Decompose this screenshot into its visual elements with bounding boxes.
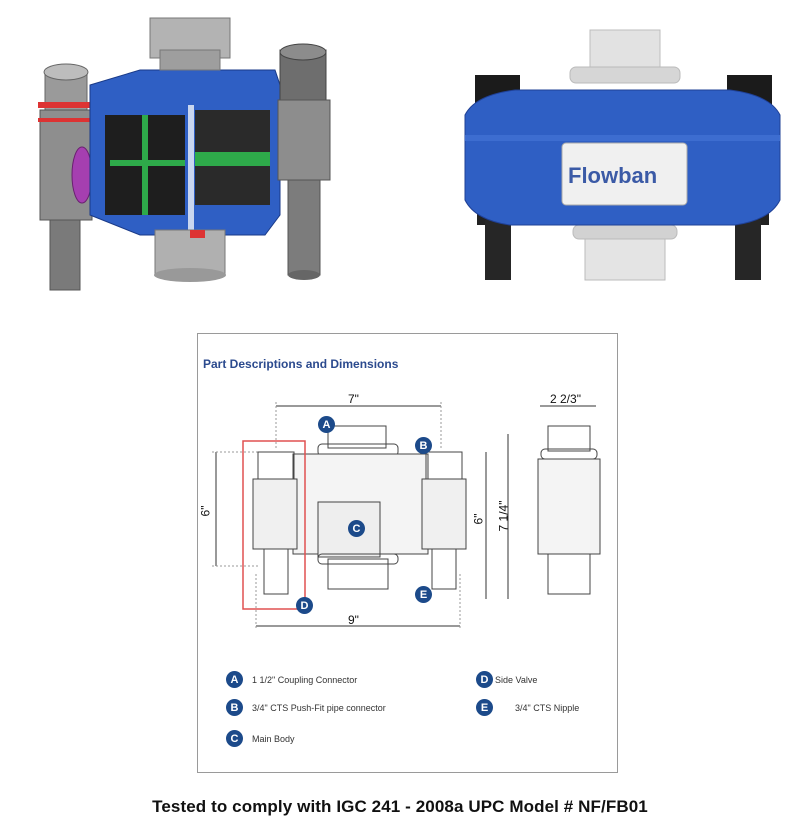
legend-text-b: 3/4" CTS Push-Fit pipe connector — [252, 702, 386, 713]
product-label: Flowban — [568, 163, 657, 188]
main-body-photo — [464, 89, 781, 226]
callout-e: E — [415, 586, 432, 603]
legend-badge-e: E — [476, 699, 493, 716]
legend-text-d: Side Valve — [495, 674, 538, 685]
callout-b: B — [415, 437, 432, 454]
dimension-drawing — [212, 402, 601, 630]
front-view-drawing — [252, 425, 467, 595]
side-valve-highlight — [242, 440, 306, 610]
legend-item-c: C Main Body — [226, 730, 295, 747]
bottom-coupling-photo — [572, 224, 678, 281]
diagram-title: Part Descriptions and Dimensions — [203, 357, 399, 371]
legend-item-e: E 3/4" CTS Nipple — [476, 699, 579, 716]
side-valve-left — [38, 63, 94, 291]
legend-badge-a: A — [226, 671, 243, 688]
dim-label-bottom: 9" — [348, 613, 359, 627]
side-view-drawing — [537, 425, 601, 595]
dim-label-right: 7 1/4" — [496, 500, 511, 532]
callout-c: C — [348, 520, 365, 537]
dimensions-diagram: Part Descriptions and Dimensions — [197, 333, 618, 773]
legend-item-a: A 1 1/2" Coupling Connector — [226, 671, 357, 688]
dim-label-side: 2 2/3" — [550, 392, 581, 406]
callout-a: A — [318, 416, 335, 433]
callout-d: D — [296, 597, 313, 614]
product-photo: Flowban — [464, 29, 781, 281]
top-coupling-photo — [569, 29, 681, 84]
legend-text-c: Main Body — [252, 733, 295, 744]
legend-text-e: 3/4" CTS Nipple — [515, 702, 580, 713]
legend-text-a: 1 1/2" Coupling Connector — [252, 674, 358, 685]
dim-label-top: 7" — [348, 392, 359, 406]
legend-item-d: D Side Valve — [476, 671, 537, 688]
main-body-cutaway — [89, 69, 281, 236]
legend-item-b: B 3/4" CTS Push-Fit pipe connector — [226, 699, 386, 716]
push-fit-connector-right — [277, 43, 331, 280]
cutaway-illustration — [38, 17, 331, 291]
dim-label-mid: 6" — [471, 513, 486, 525]
compliance-footer: Tested to comply with IGC 241 - 2008a UP… — [152, 797, 648, 816]
legend-badge-b: B — [226, 699, 243, 716]
legend-badge-d: D — [476, 671, 493, 688]
top-coupling — [149, 17, 231, 71]
bottom-coupling — [154, 229, 226, 282]
legend-badge-c: C — [226, 730, 243, 747]
dim-label-left: 6" — [198, 505, 213, 517]
